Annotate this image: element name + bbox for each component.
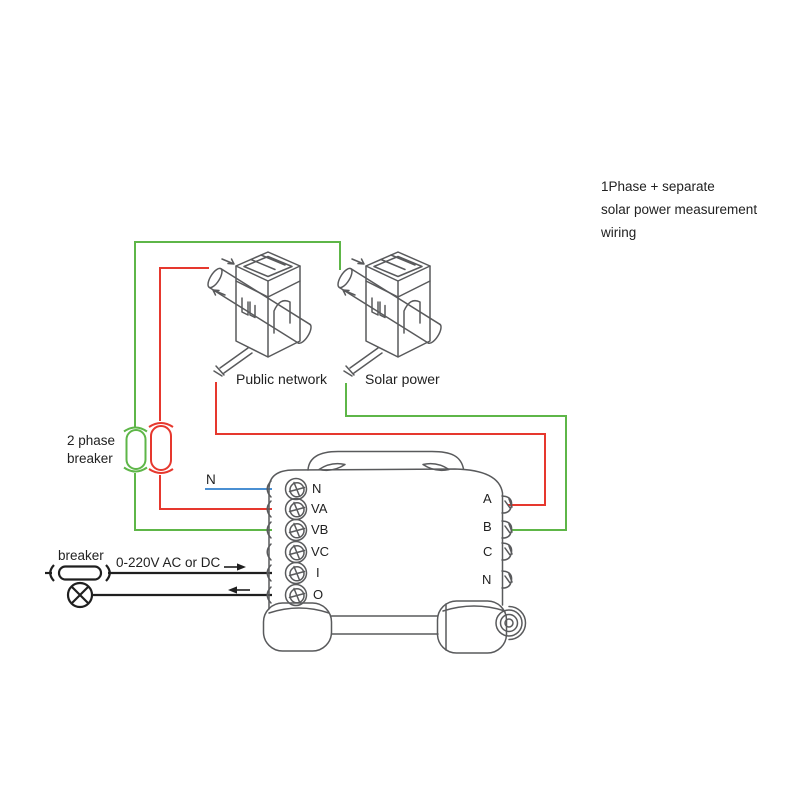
terminal-label-o: O <box>313 587 324 602</box>
ct-clamp-solar-icon <box>334 251 445 377</box>
public-network-label: Public network <box>236 371 328 387</box>
title-line-3: wiring <box>601 225 637 241</box>
solar-power-label: Solar power <box>365 371 440 387</box>
arrow-left <box>228 586 250 594</box>
diagram-title: 1Phase + separate solar power measuremen… <box>601 178 757 248</box>
ct-clamp-public-icon <box>204 251 315 377</box>
terminal-label-va: VA <box>311 501 328 516</box>
terminal-label-n-right: N <box>482 572 492 587</box>
meter-device <box>262 450 527 654</box>
title-line-2: solar power measurement <box>601 202 758 218</box>
two-pole-breaker-symbol-green <box>123 426 148 473</box>
two-phase-breaker-label: 2 phase breaker <box>67 433 116 467</box>
breaker-label: breaker <box>58 548 104 563</box>
terminal-label-vc: VC <box>311 544 330 559</box>
voltage-label: 0-220V AC or DC <box>116 555 221 570</box>
clip-spiral <box>495 605 527 641</box>
terminal-label-i: I <box>316 565 320 580</box>
terminal-label-n: N <box>312 481 322 496</box>
title-line-1: 1Phase + separate <box>601 179 715 194</box>
supply-circuit <box>45 563 272 609</box>
terminal-label-a: A <box>483 491 492 506</box>
solar-wire-loop <box>123 241 567 531</box>
phase-wire-loop <box>148 267 546 510</box>
screw-terminal-icons-left <box>284 477 308 607</box>
arrow-right <box>224 563 246 571</box>
neutral-label: N <box>206 472 216 487</box>
terminal-label-c: C <box>483 544 493 559</box>
two-pole-breaker-symbol-red <box>148 422 174 474</box>
terminal-label-b: B <box>483 519 492 534</box>
lamp-load-icon <box>66 581 94 609</box>
breaker-symbol <box>45 564 111 582</box>
terminal-label-vb: VB <box>311 522 329 537</box>
screw-terminal-icons-right <box>501 495 513 589</box>
